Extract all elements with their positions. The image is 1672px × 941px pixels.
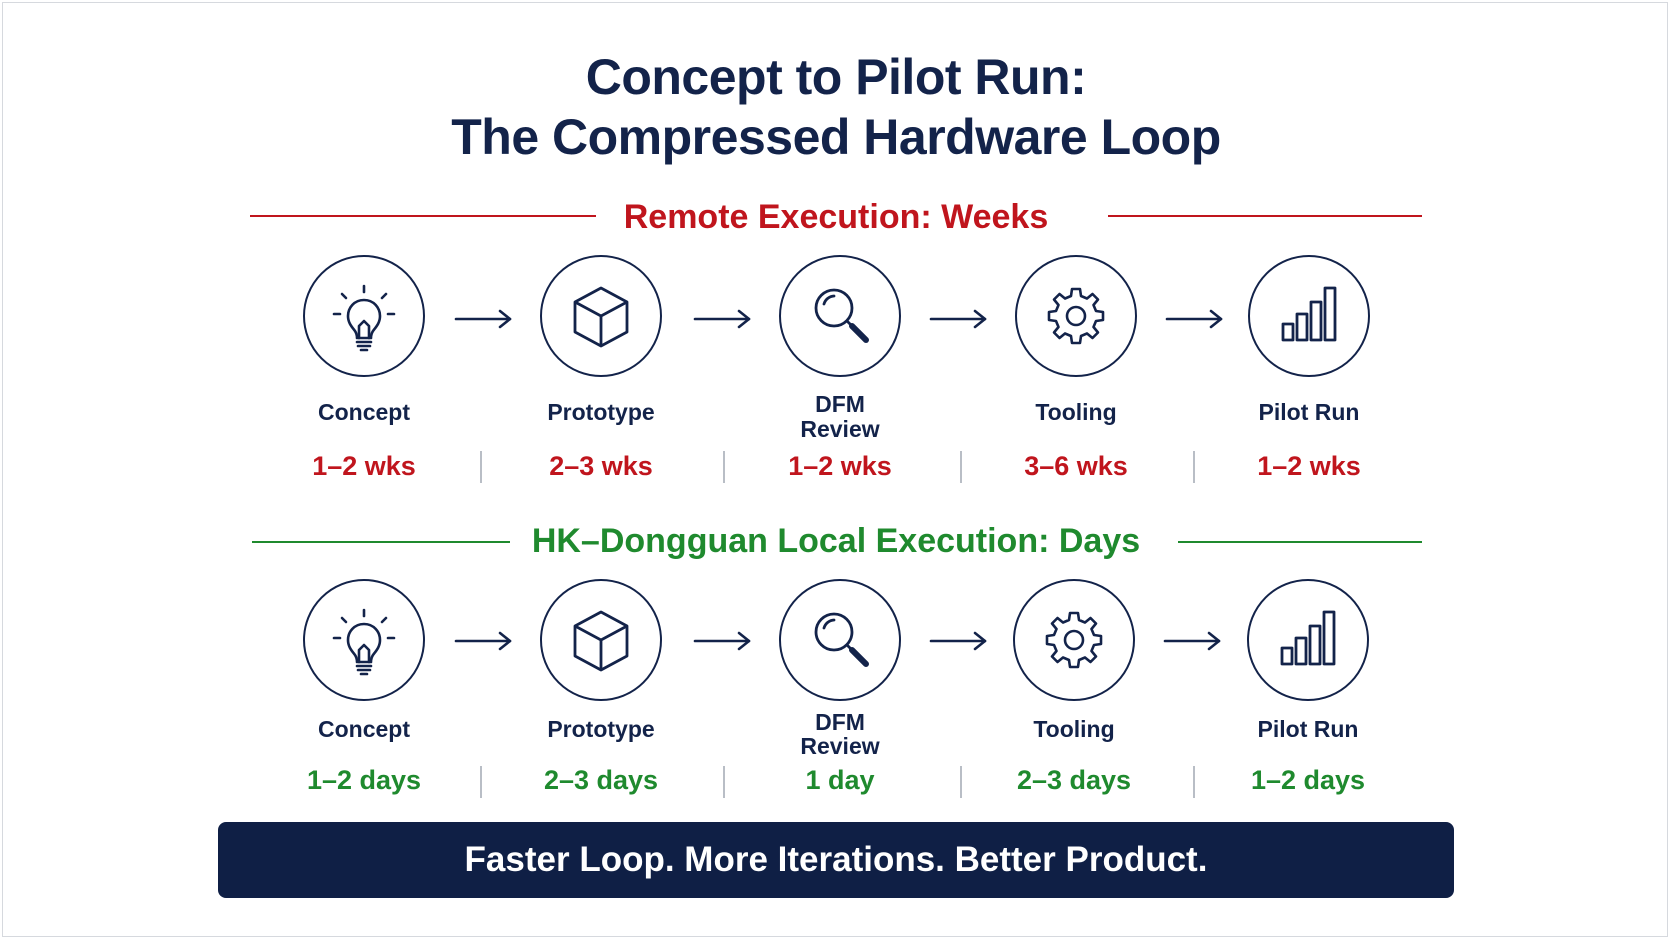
title-line-2: The Compressed Hardware Loop [451,109,1221,165]
local-duration-prototype: 2–3 days [543,765,659,795]
remote-duration-prototype: 2–3 wks [549,451,653,481]
local-label-review: Review [800,733,880,759]
arrow-icon [454,631,512,651]
remote-label-tooling: Tooling [1035,399,1117,425]
arrow-icon [693,631,751,651]
local-duration-dfm-review: 1 day [805,765,875,795]
local-rule-right [1178,541,1422,543]
title-line-1: Concept to Pilot Run: [585,49,1087,105]
arrow-icon [1163,631,1221,651]
bar-chart-icon [1281,286,1337,342]
remote-duration-dfm-review: 1–2 wks [788,451,892,481]
local-label-tooling: Tooling [1033,716,1115,742]
separator [960,451,962,483]
cube-icon [573,610,629,672]
local-duration-pilot-run: 1–2 days [1250,765,1366,795]
remote-step-pilot-run [1189,255,1429,377]
local-duration-tooling: 2–3 days [1016,765,1132,795]
local-label-prototype: Prototype [547,716,655,742]
remote-step-prototype [481,255,721,377]
remote-rule-right [1108,215,1422,217]
tagline-banner: Faster Loop. More Iterations. Better Pro… [218,822,1454,898]
magnifier-icon [802,602,878,678]
remote-duration-concept: 1–2 wks [312,451,416,481]
arrow-icon [929,631,987,651]
separator [960,766,962,798]
local-step-dfm-review [720,579,960,701]
arrow-icon [454,309,512,329]
remote-label-review: Review [800,416,880,442]
separator [1193,766,1195,798]
remote-label-prototype: Prototype [547,399,655,425]
local-rule-left [252,541,510,543]
lightbulb-icon [332,284,396,352]
local-step-pilot-run [1188,579,1428,701]
local-label-concept: Concept [318,716,410,742]
separator [480,451,482,483]
magnifier-icon [802,278,878,354]
remote-duration-tooling: 3–6 wks [1024,451,1128,481]
bar-chart-icon [1280,610,1336,666]
separator [480,766,482,798]
arrow-icon [693,309,751,329]
lightbulb-icon [332,608,396,676]
local-label-pilot-run: Pilot Run [1257,716,1359,742]
local-step-tooling [954,579,1194,701]
remote-label-pilot-run: Pilot Run [1258,399,1360,425]
local-label-dfm: DFM [815,709,865,735]
remote-step-concept [244,255,484,377]
separator [723,451,725,483]
tagline-text: Faster Loop. More Iterations. Better Pro… [464,840,1208,879]
gear-icon [1045,611,1103,669]
arrow-icon [929,309,987,329]
remote-step-tooling [956,255,1196,377]
remote-label-concept: Concept [318,399,410,425]
separator [723,766,725,798]
remote-step-dfm-review [720,255,960,377]
cube-icon [573,286,629,348]
local-step-concept [244,579,484,701]
remote-rule-left [250,215,596,217]
gear-icon [1047,287,1105,345]
local-duration-concept: 1–2 days [306,765,422,795]
arrow-icon [1165,309,1223,329]
remote-duration-pilot-run: 1–2 wks [1257,451,1361,481]
remote-heading: Remote Execution: Weeks [623,198,1049,236]
local-heading: HK–Dongguan Local Execution: Days [531,522,1141,560]
remote-label-dfm: DFM [815,391,865,417]
separator [1193,451,1195,483]
local-step-prototype [481,579,721,701]
